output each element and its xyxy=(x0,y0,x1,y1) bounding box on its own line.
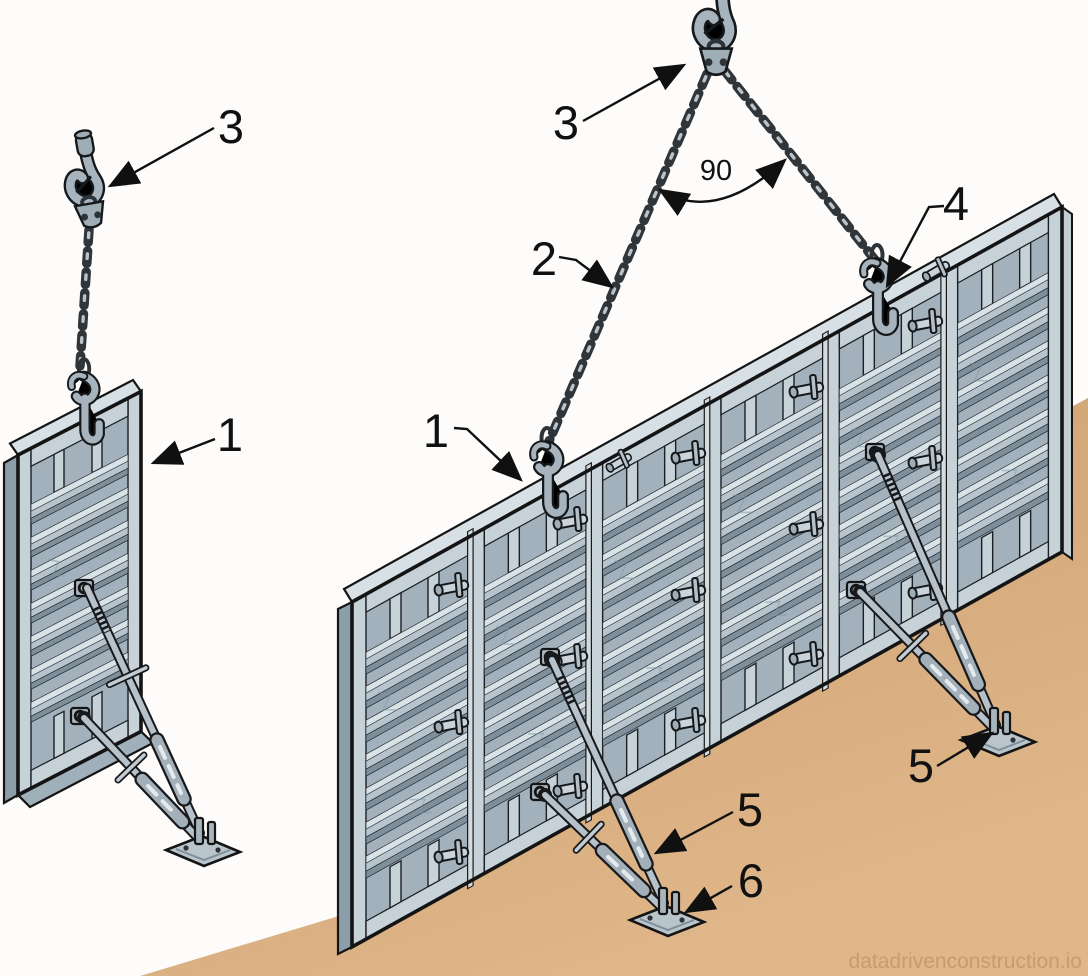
callout-leaders xyxy=(107,63,995,914)
crane-hook xyxy=(699,0,732,75)
callout-5-mid: 5 xyxy=(737,783,763,836)
callout-2: 2 xyxy=(531,232,557,285)
callout-3-wall: 3 xyxy=(553,96,579,149)
wall-outline xyxy=(350,203,1064,951)
leader-single-panel xyxy=(150,437,216,465)
wall-right-stile xyxy=(1047,205,1063,561)
wall-mid-upper-brace xyxy=(544,652,669,908)
wall-panel xyxy=(351,535,472,948)
wall-right-upper-brace xyxy=(870,447,1001,730)
callout-4: 4 xyxy=(943,177,969,230)
wall-mid-lower-brace xyxy=(538,788,665,911)
angle-value: 90 xyxy=(700,155,732,187)
callout-3-single: 3 xyxy=(218,100,244,153)
leader-panel-lifting-hook xyxy=(885,204,945,289)
leader-wall-lifting-hook xyxy=(453,426,523,482)
single-panel-side-face xyxy=(2,453,20,805)
callout-6: 6 xyxy=(738,854,764,907)
callout-labels: 3 3 1 1 2 4 5 6 5 xyxy=(217,96,969,907)
wall-panel xyxy=(706,337,827,751)
angle-arc-arrow xyxy=(657,158,787,216)
sling-angle-annotation: 90 xyxy=(657,155,787,216)
ground xyxy=(140,398,1088,976)
leader-brace-mid xyxy=(653,810,734,855)
joint-tie-rod xyxy=(466,527,474,890)
wall-right-lower-brace xyxy=(853,585,997,732)
single-panel xyxy=(2,378,242,868)
joint-tie-rod xyxy=(822,330,829,693)
leader-crane-hook-single xyxy=(107,126,215,188)
leader-chain-sling xyxy=(558,255,615,289)
single-panel-upper-brace xyxy=(82,583,205,838)
callout-5-right: 5 xyxy=(908,739,934,792)
wall-side-face xyxy=(336,600,354,956)
leader-crane-hook-wall xyxy=(582,63,687,123)
single-panel-sling xyxy=(61,129,107,440)
callout-1-wall: 1 xyxy=(423,404,449,457)
wall-panel xyxy=(942,206,1063,619)
leader-brace-right xyxy=(936,731,995,768)
single-panel-lower-brace xyxy=(77,711,201,841)
leader-base-plate xyxy=(683,884,733,914)
single-panel-outline xyxy=(16,388,143,798)
callout-1-single: 1 xyxy=(217,408,243,461)
joint-tie-rod xyxy=(703,395,711,758)
wall-chain-sling xyxy=(534,0,893,513)
watermark-text: datadrivenconstruction.io xyxy=(849,950,1082,973)
